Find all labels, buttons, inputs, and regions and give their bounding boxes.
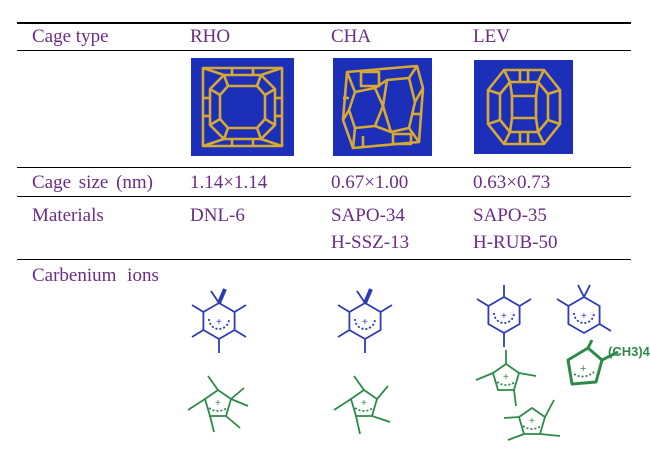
materials-lev-2: H-RUB-50 [473,232,558,253]
rho-cage-image [191,58,294,156]
svg-text:+: + [501,311,507,322]
benzenium-ion-icon: + [337,288,393,353]
carbenium-label: Carbenium ions [32,265,159,286]
svg-text:+: + [503,372,509,383]
cyclopentenyl-ion-icon: + [333,375,391,435]
header-cage-type: Cage type [32,26,109,47]
materials-cha-2: H-SSZ-13 [331,232,410,253]
header-rho: RHO [190,26,231,47]
cha-cage-image [333,58,432,156]
cyclopentenyl-ion-icon: + [187,375,249,433]
cyclopentenyl-ion-icon: + [503,399,561,441]
methyl-group-label: (CH3)4 [608,344,650,359]
cyclopentenyl-ion-icon: + (CH3)4 [566,339,650,386]
materials-row-rule [17,259,631,260]
benzenium-ion-icon: + [556,284,612,335]
image-row-rule [17,167,631,168]
cage-size-rho: 1.14×1.14 [190,172,268,193]
cage-size-label: Cage size (nm) [32,172,154,193]
benzenium-ion-icon: + [191,288,247,353]
table-top-rule [17,22,631,24]
svg-text:+: + [580,363,586,375]
cage-size-cha: 0.67×1.00 [331,172,409,193]
materials-cha-1: SAPO-34 [331,205,405,226]
header-cha: CHA [331,26,372,47]
svg-text:+: + [215,398,221,409]
header-lev: LEV [473,26,510,47]
cage-size-lev: 0.63×0.73 [473,172,551,193]
materials-lev-1: SAPO-35 [473,205,547,226]
cyclopentenyl-ion-icon: + [475,350,537,407]
header-rule [17,50,631,51]
svg-text:+: + [361,398,367,409]
lev-cage-image [474,60,573,154]
size-row-rule [17,196,631,197]
materials-label: Materials [32,205,104,226]
svg-text:+: + [581,311,587,322]
svg-text:+: + [362,317,368,328]
svg-text:+: + [216,317,222,328]
benzenium-ion-icon: + [476,285,532,347]
svg-text:+: + [529,416,535,427]
materials-rho-1: DNL-6 [190,205,245,226]
